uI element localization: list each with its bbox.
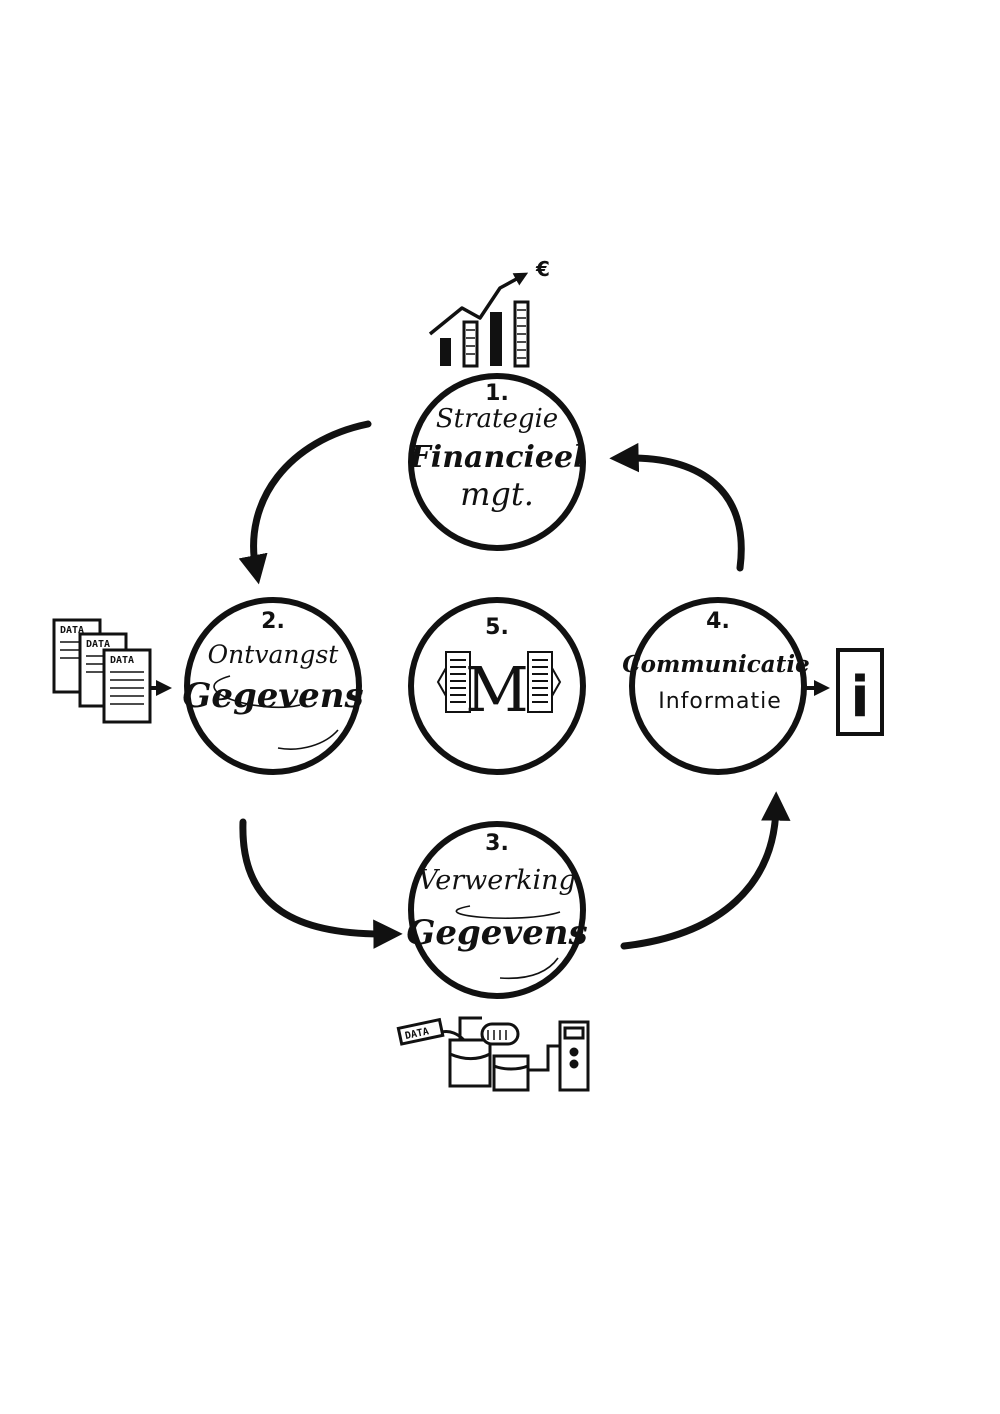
node-1-line-1: Strategie bbox=[436, 404, 558, 434]
node-4-line-1: Communicatie bbox=[622, 651, 809, 678]
node-4-number: 4. bbox=[706, 609, 730, 634]
node-strategie: 1. Strategie Financieel mgt. bbox=[408, 373, 586, 551]
info-sign-icon: i bbox=[805, 648, 884, 736]
node-1-line-3: mgt. bbox=[460, 475, 534, 513]
node-2-line-2: Gegevens bbox=[182, 676, 363, 716]
data-processing-machine-icon: DATA bbox=[396, 1016, 590, 1092]
node-communicatie: 4. Communicatie Informatie bbox=[622, 597, 810, 775]
mi-right-ornament bbox=[527, 651, 562, 713]
node-mi: 5. M I bbox=[408, 597, 586, 775]
node-2-flourish bbox=[213, 675, 339, 750]
euro-sign: € bbox=[535, 257, 550, 281]
arrow-4-to-1 bbox=[609, 442, 745, 572]
growth-chart-icon: € bbox=[428, 257, 550, 368]
arrow-2-to-3 bbox=[239, 818, 403, 949]
node-5-number: 5. bbox=[485, 615, 509, 640]
node-2-number: 2. bbox=[261, 609, 285, 634]
arrow-3-to-4 bbox=[620, 791, 791, 950]
mi-left-ornament bbox=[436, 651, 471, 713]
info-letter: i bbox=[850, 665, 869, 730]
node-2-line-1: Ontvangst bbox=[208, 640, 340, 669]
node-3-line-1: Verwerking bbox=[418, 865, 576, 896]
node-verwerking: 3. Verwerking Gegevens bbox=[406, 821, 588, 999]
doc-2-label: DATA bbox=[86, 639, 110, 650]
doc-3-label: DATA bbox=[110, 655, 134, 666]
node-3-number: 3. bbox=[485, 831, 509, 856]
node-3-line-2: Gegevens bbox=[406, 913, 587, 953]
arrow-1-to-2 bbox=[238, 420, 372, 585]
node-1-line-2: Financieel bbox=[409, 440, 585, 475]
machine-data-label: DATA bbox=[404, 1026, 430, 1042]
node-4-line-2: Informatie bbox=[658, 689, 781, 714]
node-ontvangst: 2. Ontvangst Gegevens bbox=[182, 597, 364, 775]
node-1-number: 1. bbox=[485, 381, 509, 406]
node-3-flourish bbox=[455, 905, 561, 980]
node-5-letter-m: M bbox=[465, 653, 528, 726]
doc-1-label: DATA bbox=[60, 625, 84, 636]
data-documents-icon: DATA DATA DATA bbox=[52, 618, 172, 724]
